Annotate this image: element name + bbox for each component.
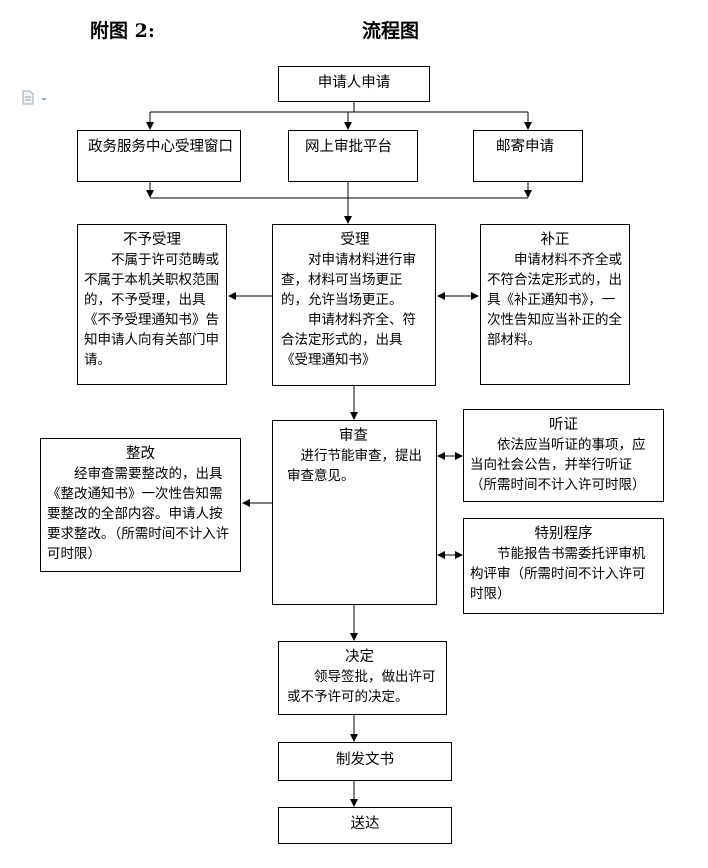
node-hearing-body: 依法应当听证的事项，应当向社会公告，并举行听证（所需时间不计入许可时限） xyxy=(470,437,646,493)
node-deliver-label: 送达 xyxy=(350,816,380,832)
node-correct: 补正 申请材料不齐全或不符合法定形式的，出具《补正通知书》，一次性告知应当补正的… xyxy=(480,224,630,385)
node-online-label: 网上审批平台 xyxy=(305,139,392,155)
node-reject-title: 不予受理 xyxy=(123,232,181,248)
node-accept-title: 受理 xyxy=(340,232,370,248)
node-decision-title: 决定 xyxy=(345,649,374,665)
node-correct-title: 补正 xyxy=(540,232,570,248)
page-title: 流程图 xyxy=(362,20,420,42)
node-review: 审查 进行节能审查，提出审查意见。 xyxy=(272,420,437,605)
node-review-body: 进行节能审查，提出审查意见。 xyxy=(287,448,422,484)
node-decision-body: 领导签批，做出许可或不予许可的决定。 xyxy=(287,669,436,705)
node-online: 网上审批平台 xyxy=(288,130,418,182)
node-document-label: 制发文书 xyxy=(336,752,394,768)
node-mail: 邮寄申请 xyxy=(473,130,583,182)
node-decision: 决定 领导签批，做出许可或不予许可的决定。 xyxy=(278,641,447,715)
node-apply-label: 申请人申请 xyxy=(317,75,391,91)
node-mail-label: 邮寄申请 xyxy=(496,139,554,155)
node-accept: 受理 对申请材料进行审查，材料可当场更正的，允许当场更正。 申请材料齐全、符合法… xyxy=(272,224,436,386)
node-hearing: 听证 依法应当听证的事项，应当向社会公告，并举行听证（所需时间不计入许可时限） xyxy=(463,409,664,502)
node-accept-body-1: 对申请材料进行审查，材料可当场更正的，允许当场更正。 xyxy=(281,252,416,308)
appendix-label: 附图 2: xyxy=(90,20,155,42)
node-apply: 申请人申请 xyxy=(278,66,430,102)
node-accept-body-2: 申请材料齐全、符合法定形式的，出具《受理通知书》 xyxy=(281,312,416,368)
node-review-title: 审查 xyxy=(339,428,368,444)
node-hearing-title: 听证 xyxy=(549,417,578,433)
node-correct-body: 申请材料不齐全或不符合法定形式的，出具《补正通知书》，一次性告知应当补正的全部材… xyxy=(487,252,622,348)
document-icon xyxy=(22,90,47,105)
node-rectify-title: 整改 xyxy=(126,446,155,462)
node-window-label: 政务服务中心受理窗口 xyxy=(88,139,233,155)
node-special-title: 特别程序 xyxy=(534,526,593,542)
node-reject-body: 不属于许可范畴或不属于本机关职权范围的，不予受理，出具《不予受理通知书》告知申请… xyxy=(84,252,219,368)
node-document: 制发文书 xyxy=(278,742,452,781)
node-special: 特别程序 节能报告书需委托评审机构评审（所需时间不计入许可时限） xyxy=(463,518,664,614)
node-special-body: 节能报告书需委托评审机构评审（所需时间不计入许可时限） xyxy=(470,546,646,602)
node-rectify-body: 经审查需要整改的，出具《整改通知书》一次性告知需要整改的全部内容。申请人按要求整… xyxy=(47,466,230,562)
node-rectify: 整改 经审查需要整改的，出具《整改通知书》一次性告知需要整改的全部内容。申请人按… xyxy=(40,438,241,572)
node-window: 政务服务中心受理窗口 xyxy=(77,130,241,182)
node-reject: 不予受理 不属于许可范畴或不属于本机关职权范围的，不予受理，出具《不予受理通知书… xyxy=(77,224,227,385)
node-deliver: 送达 xyxy=(278,807,452,844)
